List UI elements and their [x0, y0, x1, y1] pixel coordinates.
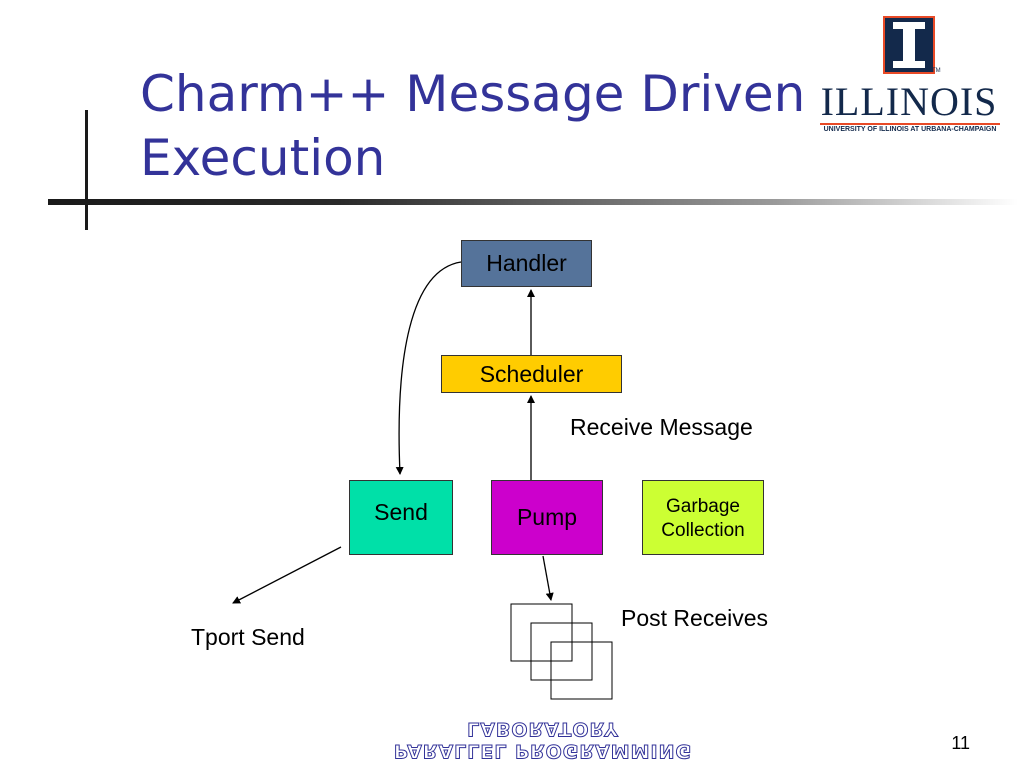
- pump-box: Pump: [491, 480, 603, 555]
- arrow-send-to-tport: [232, 546, 342, 604]
- handler-label: Handler: [486, 250, 567, 276]
- slide-title: Charm++ Message Driven Execution: [140, 65, 806, 187]
- scheduler-label: Scheduler: [479, 360, 584, 387]
- block-i-top: [893, 22, 925, 29]
- logo-subtitle: UNIVERSITY OF ILLINOIS AT URBANA-CHAMPAI…: [823, 126, 997, 133]
- block-i-bottom: [893, 61, 925, 68]
- receive-buffer-3: [550, 641, 613, 700]
- receive-message-label: Receive Message: [570, 414, 753, 440]
- arrow-handler-to-send: [395, 261, 462, 475]
- logo-trademark: TM: [932, 68, 941, 74]
- garbage-label-line1: Garbage: [666, 495, 740, 517]
- send-box: Send: [349, 480, 453, 555]
- garbage-label-line2: Collection: [661, 519, 745, 541]
- page-number: 11: [951, 733, 970, 753]
- send-label: Send: [374, 499, 428, 525]
- logo-wordmark: ILLINOIS: [820, 79, 998, 124]
- arrow-pump-to-receives: [542, 555, 554, 601]
- lab-logo: PARALLEL PROGRAMMING LABORATORY: [393, 718, 693, 763]
- handler-box: Handler: [461, 240, 592, 287]
- logo-divider: [820, 123, 1000, 125]
- block-i-stem: [903, 29, 915, 61]
- vertical-rule: [85, 110, 88, 230]
- pump-label: Pump: [516, 504, 578, 530]
- horizontal-rule: [48, 199, 1018, 205]
- receive-buffer-2: [530, 622, 593, 681]
- receive-buffer-1: [510, 603, 573, 662]
- post-receives-label: Post Receives: [621, 605, 769, 631]
- scheduler-box: Scheduler: [441, 355, 622, 393]
- tport-send-label: Tport Send: [191, 624, 305, 650]
- garbage-collection-box: Garbage Collection: [642, 480, 764, 555]
